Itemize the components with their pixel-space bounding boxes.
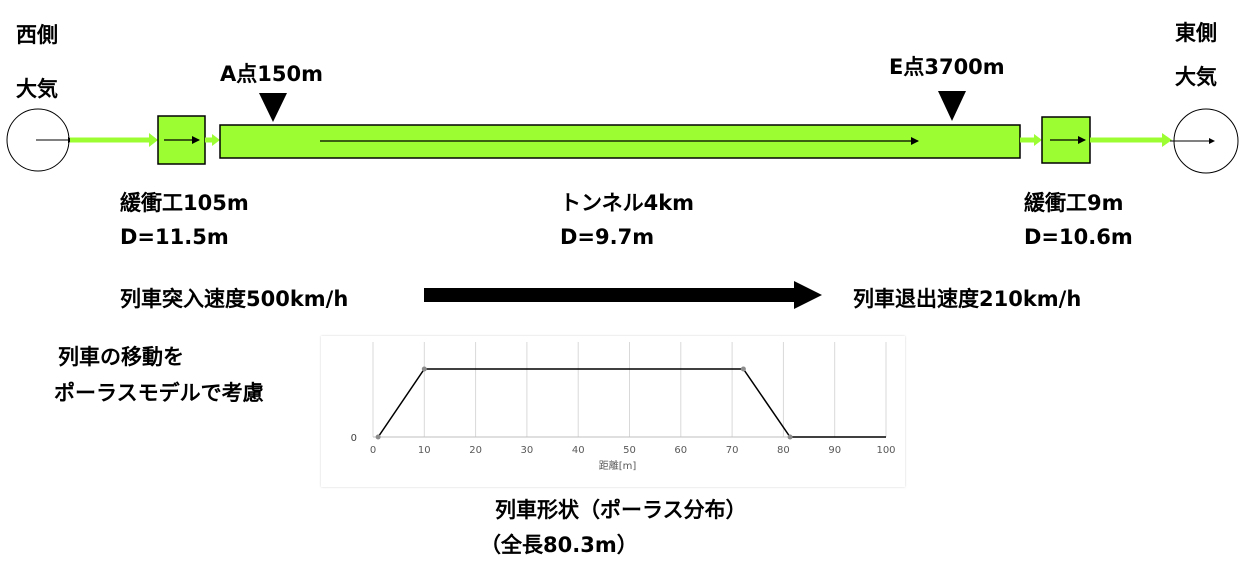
chart-svg: 0 10 20 30 40 50 60 70 80 90 100 0 距離[m] <box>351 342 896 472</box>
east-buffer-connector-in-arrowhead <box>1034 134 1042 146</box>
chart-data-point <box>375 434 381 440</box>
chart-x-tick-label: 100 <box>876 445 895 456</box>
chart-x-tick-label: 60 <box>674 445 687 456</box>
marker-e-label: E点3700m <box>889 55 1005 79</box>
marker-a-triangle <box>259 93 287 122</box>
exit-speed-label: 列車退出速度210km/h <box>853 287 1082 311</box>
marker-a-label: A点150m <box>220 62 323 86</box>
chart-x-tick-label: 70 <box>726 445 739 456</box>
train-movement-arrow-shaft <box>424 288 796 302</box>
chart-x-tick-label: 50 <box>623 445 636 456</box>
porous-distribution-chart: 0 10 20 30 40 50 60 70 80 90 100 0 距離[m] <box>321 336 905 487</box>
caption-line2: （全長80.3m） <box>480 533 638 557</box>
chart-x-tick-label: 90 <box>828 445 841 456</box>
chart-data-point <box>421 366 427 372</box>
west-buffer-diameter: D=11.5m <box>120 225 229 249</box>
chart-series-line <box>377 368 886 438</box>
chart-data-point <box>787 434 793 440</box>
chart-x-tick-label: 80 <box>777 445 790 456</box>
east-atmosphere-label: 大気 <box>1175 65 1217 89</box>
chart-x-axis-label: 距離[m] <box>599 459 637 472</box>
west-side-label: 西側 <box>16 23 58 47</box>
entry-speed-label: 列車突入速度500km/h <box>120 287 349 311</box>
west-buffer-connector-arrowhead <box>212 134 220 146</box>
west-connector-arrowhead <box>149 133 158 147</box>
chart-x-tick-label: 0 <box>370 445 376 456</box>
train-movement-arrow-head <box>794 281 822 309</box>
porous-note-line1: 列車の移動を <box>58 345 184 369</box>
east-connector-arrowhead <box>1162 133 1172 147</box>
west-buffer-label: 緩衝工105m <box>120 191 249 215</box>
east-side-label: 東側 <box>1175 21 1217 45</box>
east-buffer-label: 緩衝工9m <box>1024 191 1124 215</box>
chart-x-tick-label: 40 <box>572 445 585 456</box>
chart-y-tick-label: 0 <box>351 433 357 444</box>
tunnel-label: トンネル4km <box>560 191 695 215</box>
porous-note-line2: ポーラスモデルで考慮 <box>54 381 264 405</box>
west-atmosphere-label: 大気 <box>16 77 58 101</box>
east-buffer-diameter: D=10.6m <box>1024 225 1133 249</box>
chart-x-tick-label: 10 <box>418 445 431 456</box>
chart-x-tick-label: 30 <box>521 445 534 456</box>
tunnel-diameter: D=9.7m <box>560 225 655 249</box>
chart-data-point <box>740 366 746 372</box>
marker-e-triangle <box>938 91 966 121</box>
caption-line1: 列車形状（ポーラス分布） <box>495 498 747 522</box>
chart-x-tick-label: 20 <box>469 445 482 456</box>
